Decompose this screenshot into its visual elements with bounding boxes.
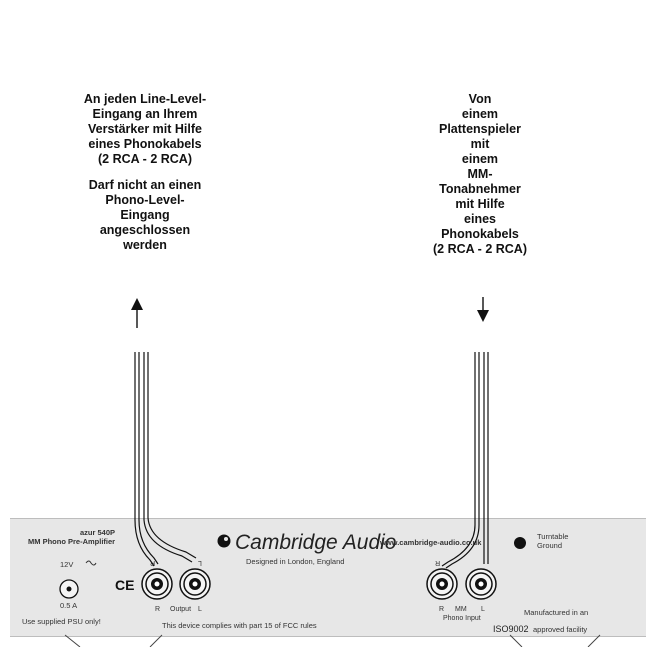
ground-label-line1: Turntable — [537, 532, 569, 541]
output-instruction-callout: An jeden Line-Level- Eingang an Ihrem Ve… — [60, 92, 230, 253]
input-instruction-line: Von — [468, 92, 492, 106]
cambridge-logo-icon — [217, 534, 231, 548]
output-instruction-line: Eingang an Ihrem — [92, 107, 198, 121]
phono-input-cable — [441, 352, 489, 569]
power-voltage-label: 12V — [60, 560, 74, 569]
output-instruction-line: Verstärker mit Hilfe — [88, 122, 202, 136]
input-instruction-line: Phonokabels — [441, 227, 519, 241]
iso-code: ISO9002 — [493, 624, 529, 634]
phono-mm-label: MM — [455, 606, 467, 613]
input-instruction-line: MM- — [467, 167, 493, 181]
output-warning-line: werden — [123, 238, 167, 252]
input-instruction-line: mit Hilfe — [455, 197, 505, 211]
output-r-label: R — [155, 606, 161, 613]
ground-terminal-icon — [514, 537, 526, 549]
output-l-jack — [179, 568, 211, 600]
phono-r-jack — [426, 568, 458, 600]
output-instruction-line: eines Phonokabels — [88, 137, 202, 151]
output-label: Output — [170, 606, 192, 613]
rear-panel: azur 540P MM Phono Pre-Amplifier 12V 0.5… — [10, 518, 646, 637]
brand-logo-text: Cambridge Audio — [235, 531, 397, 554]
input-instruction-line: mit — [470, 137, 490, 151]
power-current-label: 0.5 A — [60, 601, 78, 610]
manufactured-note: Manufactured in an — [524, 608, 589, 617]
fcc-note: This device complies with part 15 of FCC… — [162, 621, 317, 630]
up-arrow-icon — [131, 298, 143, 328]
input-instruction-line: (2 RCA - 2 RCA) — [433, 242, 527, 256]
website: www.cambridge-audio.co.uk — [380, 538, 482, 547]
iso-note: ISO9002 approved facility — [493, 619, 587, 637]
input-instruction-line: Tonabnehmer — [439, 182, 521, 196]
iso-approval: approved facility — [532, 625, 588, 634]
model-description: MM Phono Pre-Amplifier — [28, 537, 116, 546]
ground-label-line2: Ground — [537, 541, 563, 550]
phono-l-jack — [465, 568, 497, 600]
input-instruction-line: einem — [461, 107, 499, 121]
model-name: azur 540P — [80, 528, 116, 537]
output-warning-line: Phono-Level- — [105, 193, 185, 207]
input-instruction-line: einem — [461, 152, 499, 166]
output-warning: Darf nicht an einen Phono-Level- Eingang… — [60, 178, 230, 253]
output-l-label: L — [198, 606, 202, 613]
phono-r-label: R — [439, 606, 445, 613]
output-instruction-line: An jeden Line-Level- — [83, 92, 207, 106]
output-warning-line: Eingang — [120, 208, 170, 222]
psu-note: Use supplied PSU only! — [22, 617, 101, 626]
power-socket-icon — [59, 579, 79, 599]
output-cable — [134, 352, 197, 567]
phono-l-label: L — [481, 606, 485, 613]
output-instruction-line: (2 RCA - 2 RCA) — [98, 152, 192, 166]
input-instruction-line: Plattenspieler — [439, 122, 521, 136]
panel-feet — [64, 634, 601, 647]
input-instruction-line: eines — [464, 212, 496, 226]
ce-mark: CE — [115, 577, 135, 593]
output-warning-line: angeschlossen — [99, 223, 191, 237]
input-instruction-callout: Von einem Plattenspieler mit einem MM- T… — [405, 92, 555, 257]
output-warning-line: Darf nicht an einen — [88, 178, 202, 192]
output-r-jack — [141, 568, 173, 600]
brand-tagline: Designed in London, England — [246, 557, 345, 566]
ac-symbol-icon — [85, 560, 97, 566]
phono-input-label: Phono Input — [443, 615, 481, 622]
down-arrow-icon — [477, 297, 489, 322]
